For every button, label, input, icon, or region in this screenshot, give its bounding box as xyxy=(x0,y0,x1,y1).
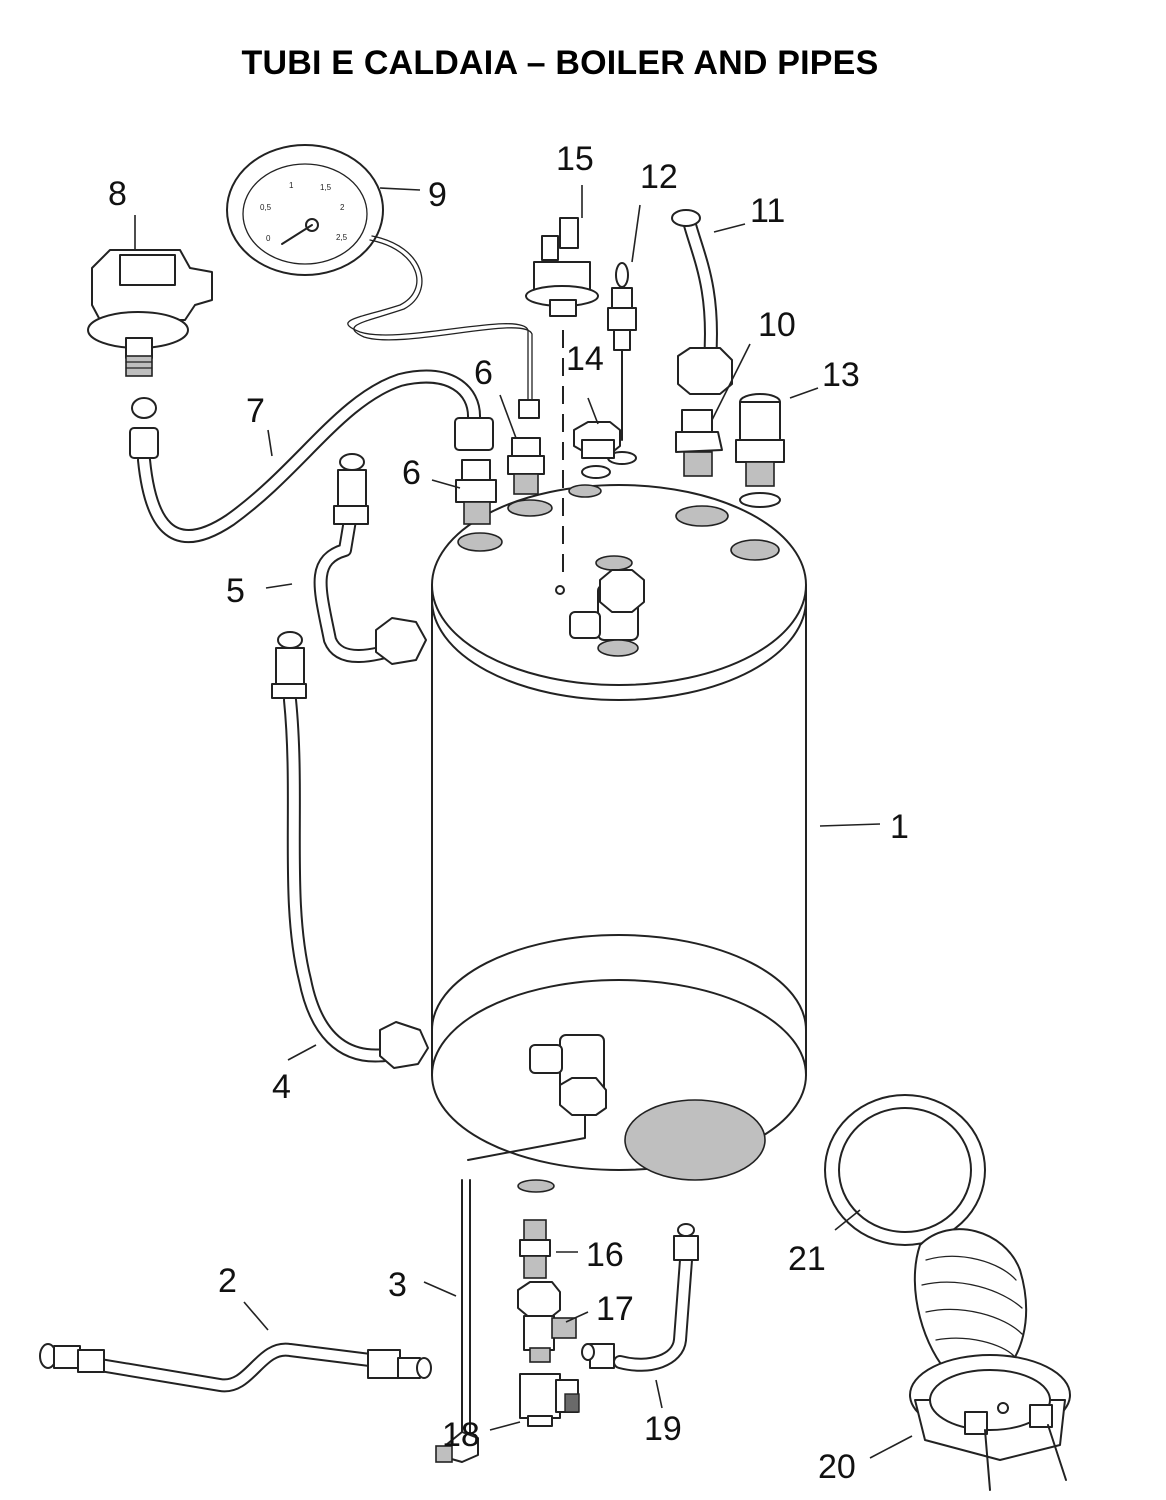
tube-3-icon xyxy=(435,1179,479,1463)
thermostat-icon xyxy=(525,217,599,317)
label-part-6-upper: 6 xyxy=(474,354,493,392)
pipe-11-icon xyxy=(671,209,733,395)
boiler-body xyxy=(431,484,807,1193)
label-part-13: 13 xyxy=(822,356,860,394)
label-part-19: 19 xyxy=(644,1410,682,1448)
valve-13-icon xyxy=(735,393,785,508)
label-part-3: 3 xyxy=(388,1266,407,1304)
plug-fitting-icon xyxy=(573,421,621,479)
fitting-6-lower-icon xyxy=(455,459,497,525)
fitting-6-upper-icon xyxy=(507,437,545,495)
gauge-scale-2: 2 xyxy=(340,203,345,212)
label-part-12: 12 xyxy=(640,158,678,196)
pipe-7-icon xyxy=(129,369,494,544)
label-part-5: 5 xyxy=(226,572,245,610)
pipe-4-icon xyxy=(271,631,429,1069)
pipe-19-icon xyxy=(581,1223,699,1372)
pressure-switch-icon xyxy=(87,249,213,377)
fitting-18-icon xyxy=(519,1373,580,1427)
label-part-14: 14 xyxy=(566,340,604,378)
gauge-scale-05: 0,5 xyxy=(260,203,272,212)
fitting-10-icon xyxy=(675,409,723,477)
label-part-9: 9 xyxy=(428,176,447,214)
label-part-7: 7 xyxy=(246,392,265,430)
gauge-scale-15: 1,5 xyxy=(320,183,332,192)
gauge-scale-25: 2,5 xyxy=(336,233,348,242)
label-part-11: 11 xyxy=(750,192,785,230)
label-part-18: 18 xyxy=(442,1416,480,1454)
label-part-16: 16 xyxy=(586,1236,624,1274)
tee-17-icon xyxy=(517,1281,577,1363)
label-part-17: 17 xyxy=(596,1290,634,1328)
label-part-21: 21 xyxy=(788,1240,826,1278)
gauge-scale-1: 1 xyxy=(289,181,294,190)
label-part-2: 2 xyxy=(218,1262,237,1300)
pipe-2-icon xyxy=(39,1342,432,1393)
label-part-6-lower: 6 xyxy=(402,454,421,492)
pipe-5-icon xyxy=(313,453,427,665)
pressure-gauge-icon: 0 0,5 1 1,5 2 2,5 xyxy=(226,144,540,419)
gauge-scale-0: 0 xyxy=(266,234,271,243)
label-part-8: 8 xyxy=(108,175,127,213)
leader-lines xyxy=(134,185,913,1459)
label-part-10: 10 xyxy=(758,306,796,344)
label-part-20: 20 xyxy=(818,1448,856,1486)
gasket-21-icon xyxy=(824,1094,986,1246)
label-part-15: 15 xyxy=(556,140,594,178)
page-title: TUBI E CALDAIA – BOILER AND PIPES xyxy=(241,44,879,82)
level-probe-icon xyxy=(607,262,637,465)
heating-element-icon xyxy=(909,1228,1071,1491)
fitting-16-icon xyxy=(519,1219,551,1279)
label-part-4: 4 xyxy=(272,1068,291,1106)
label-part-1: 1 xyxy=(890,808,909,846)
